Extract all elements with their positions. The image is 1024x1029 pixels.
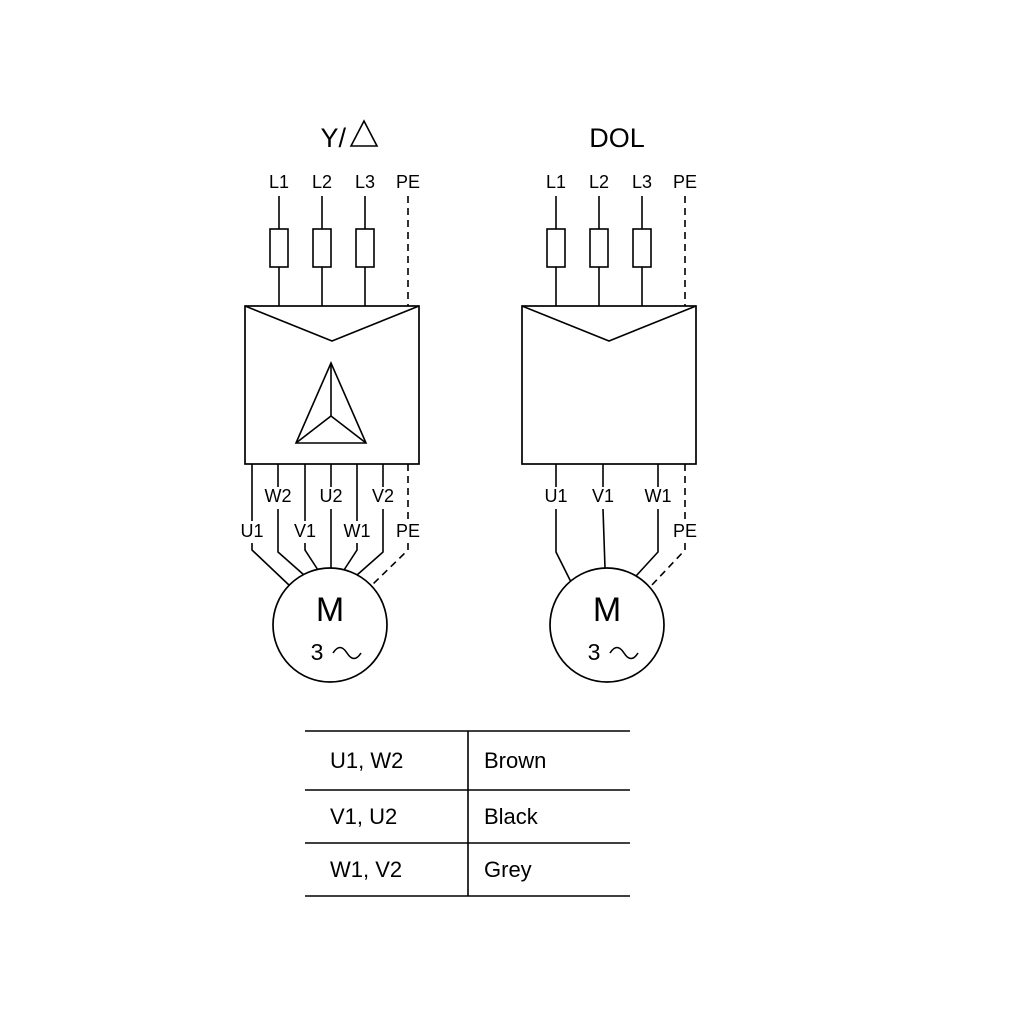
terminal-label-l3: L3: [355, 172, 375, 192]
winding-label-v1: V1: [294, 521, 316, 541]
motor-wire: [602, 508, 606, 569]
sine-wave-icon: [609, 646, 639, 660]
motor-phase-count: 3: [588, 639, 601, 665]
motor-wire: [251, 543, 291, 587]
motor-wire: [356, 509, 384, 576]
winding-label-pe: PE: [673, 521, 697, 541]
star-delta-diagram: Y/ L1 L2 L3 PE: [240, 119, 420, 683]
terminal-label-l2: L2: [589, 172, 609, 192]
motor-circle: [272, 567, 388, 683]
motor-wire: [555, 509, 572, 583]
winding-label-v1: V1: [592, 486, 614, 506]
terminal-label-pe: PE: [673, 172, 697, 192]
table-cell-color: Black: [484, 804, 539, 829]
pe-wire: [370, 543, 409, 587]
star-delta-title: Y/: [320, 123, 346, 153]
motor-phase-count: 3: [311, 639, 324, 665]
terminal-label-l3: L3: [632, 172, 652, 192]
terminal-label-pe: PE: [396, 172, 420, 192]
winding-label-u1: U1: [544, 486, 567, 506]
fuse-icon: [269, 228, 289, 268]
motor-letter: M: [316, 591, 344, 629]
table-row: W1, V2 Grey: [330, 857, 532, 882]
table-row: V1, U2 Black: [330, 804, 539, 829]
starter-box: [521, 305, 697, 465]
winding-label-u2: U2: [319, 486, 342, 506]
motor-wire: [304, 543, 319, 571]
delta-connection-symbol: [294, 361, 368, 444]
wire-color-table: U1, W2 Brown V1, U2 Black W1, V2 Grey: [305, 730, 630, 897]
table-cell-color: Grey: [484, 857, 532, 882]
terminal-label-l1: L1: [269, 172, 289, 192]
terminal-label-l1: L1: [546, 172, 566, 192]
table-cell-terminals: U1, W2: [330, 748, 403, 773]
winding-label-v2: V2: [372, 486, 394, 506]
table-cell-terminals: W1, V2: [330, 857, 402, 882]
sine-wave-icon: [332, 646, 362, 660]
delta-icon: [349, 119, 379, 147]
motor-wire: [635, 509, 659, 577]
winding-label-pe: PE: [396, 521, 420, 541]
fuse-icon: [355, 228, 375, 268]
terminal-label-l2: L2: [312, 172, 332, 192]
winding-label-w1: W1: [344, 521, 371, 541]
dol-title: DOL: [589, 123, 645, 153]
fuse-icon: [632, 228, 652, 268]
pe-wire: [649, 543, 686, 588]
dol-diagram: DOL L1 L2 L3 PE U1 V1 W1 PE: [521, 123, 697, 683]
winding-label-w2: W2: [265, 486, 292, 506]
contactor-chevron: [244, 305, 420, 342]
motor-wire: [277, 509, 305, 576]
starter-box: [244, 305, 420, 465]
table-row: U1, W2 Brown: [330, 748, 546, 773]
fuse-icon: [589, 228, 609, 268]
fuse-icon: [546, 228, 566, 268]
winding-label-w1: W1: [645, 486, 672, 506]
motor-circle: [549, 567, 665, 683]
motor-letter: M: [593, 591, 621, 629]
table-cell-color: Brown: [484, 748, 546, 773]
motor-wire: [343, 543, 358, 571]
fuse-icon: [312, 228, 332, 268]
table-cell-terminals: V1, U2: [330, 804, 397, 829]
contactor-chevron: [521, 305, 697, 342]
winding-label-u1: U1: [240, 521, 263, 541]
